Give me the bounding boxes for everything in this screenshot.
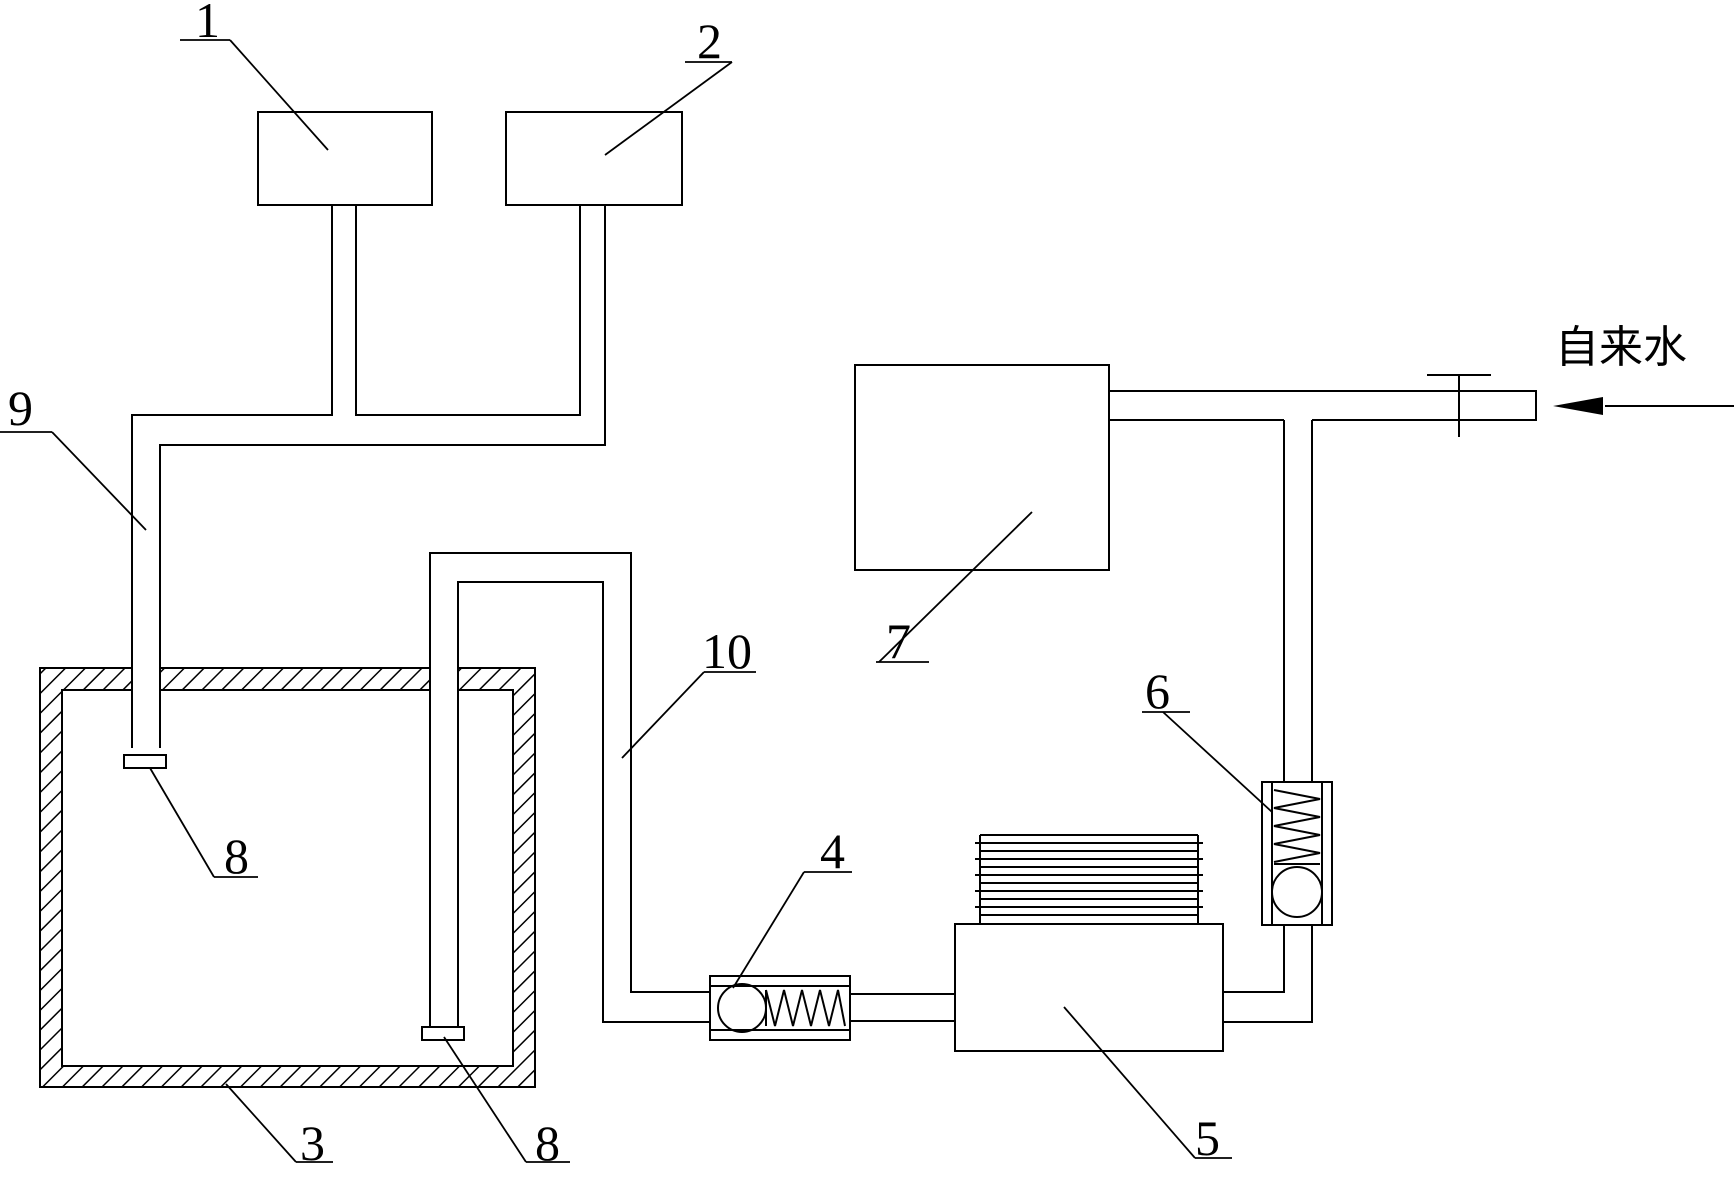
label-8-right: 8: [535, 1115, 560, 1171]
label-6: 6: [1145, 663, 1170, 719]
check-valve-6: [1261, 781, 1333, 926]
tank-3: [39, 665, 536, 1088]
unit-5-fins: [975, 834, 1203, 924]
component-2-box: [505, 111, 683, 206]
label-1: 1: [195, 0, 220, 48]
pipe-10: [421, 552, 710, 1041]
label-8-left: 8: [224, 828, 249, 884]
label-4: 4: [820, 823, 845, 879]
label-9: 9: [8, 380, 33, 436]
nozzle-8-right: [421, 1026, 465, 1041]
pipe-valve6-to-tee: [1283, 420, 1313, 782]
leader-lines: [0, 39, 1273, 1163]
inlet-label: 自来水: [1555, 322, 1687, 373]
label-7: 7: [886, 613, 911, 669]
label-2: 2: [697, 13, 722, 69]
component-7-box: [854, 364, 1110, 571]
supply-main: [1109, 374, 1537, 437]
inlet-arrow: [1553, 397, 1734, 415]
nozzle-8-left: [123, 754, 167, 769]
pipe-valve4-to-pump: [850, 993, 955, 1022]
component-1-box: [257, 111, 433, 206]
pipe-9: [123, 205, 606, 769]
label-10: 10: [702, 623, 752, 679]
check-valve-4: [709, 975, 851, 1041]
label-5: 5: [1195, 1110, 1220, 1166]
pipe-pump-to-valve6: [1223, 925, 1313, 1023]
label-3: 3: [300, 1115, 325, 1171]
unit-5: [954, 834, 1224, 1052]
